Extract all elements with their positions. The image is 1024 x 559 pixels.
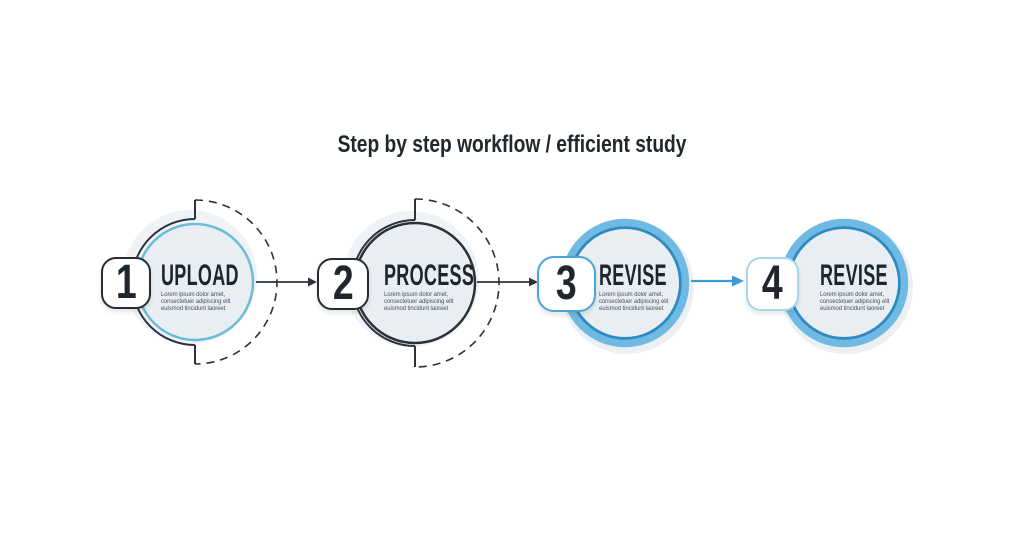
step-1-description: Lorem ipsum dolor amet, consectetuer adi… — [161, 292, 231, 312]
connector-arrow-3-4 — [691, 275, 744, 287]
step-2-label: PROCESS — [384, 259, 475, 292]
arrowhead-icon — [308, 277, 317, 287]
step-2-dashed-arc — [414, 198, 500, 368]
step-3-number-badge: 3 — [537, 256, 596, 312]
connector-arrow-1-2 — [256, 277, 317, 287]
page-title-text: Step by step workflow / efficient study — [337, 131, 687, 158]
page-title: Step by step workflow / efficient study — [0, 131, 1024, 159]
step-2-shapes — [351, 198, 500, 368]
step-1-label: UPLOAD — [161, 259, 239, 292]
connector-arrow-2-3 — [477, 277, 538, 287]
step-4-number: 4 — [762, 257, 783, 310]
step-3-label: REVISE — [599, 259, 667, 292]
step-2-number: 2 — [332, 257, 354, 310]
step-3-description: Lorem ipsum dolor amet, consectetuer adi… — [599, 292, 669, 312]
arrowhead-icon — [732, 275, 744, 287]
step-2-number-badge: 2 — [317, 258, 369, 310]
step-4-label: REVISE — [820, 259, 888, 292]
step-4-number-badge: 4 — [746, 257, 799, 311]
step-4-description: Lorem ipsum dolor amet, consectetuer adi… — [820, 292, 890, 312]
step-1-number: 1 — [115, 256, 137, 309]
step-3-number: 3 — [556, 257, 577, 310]
step-1-number-badge: 1 — [101, 257, 151, 309]
arrowhead-icon — [529, 277, 538, 287]
step-2-description: Lorem ipsum dolor amet, consectetuer adi… — [384, 292, 454, 312]
